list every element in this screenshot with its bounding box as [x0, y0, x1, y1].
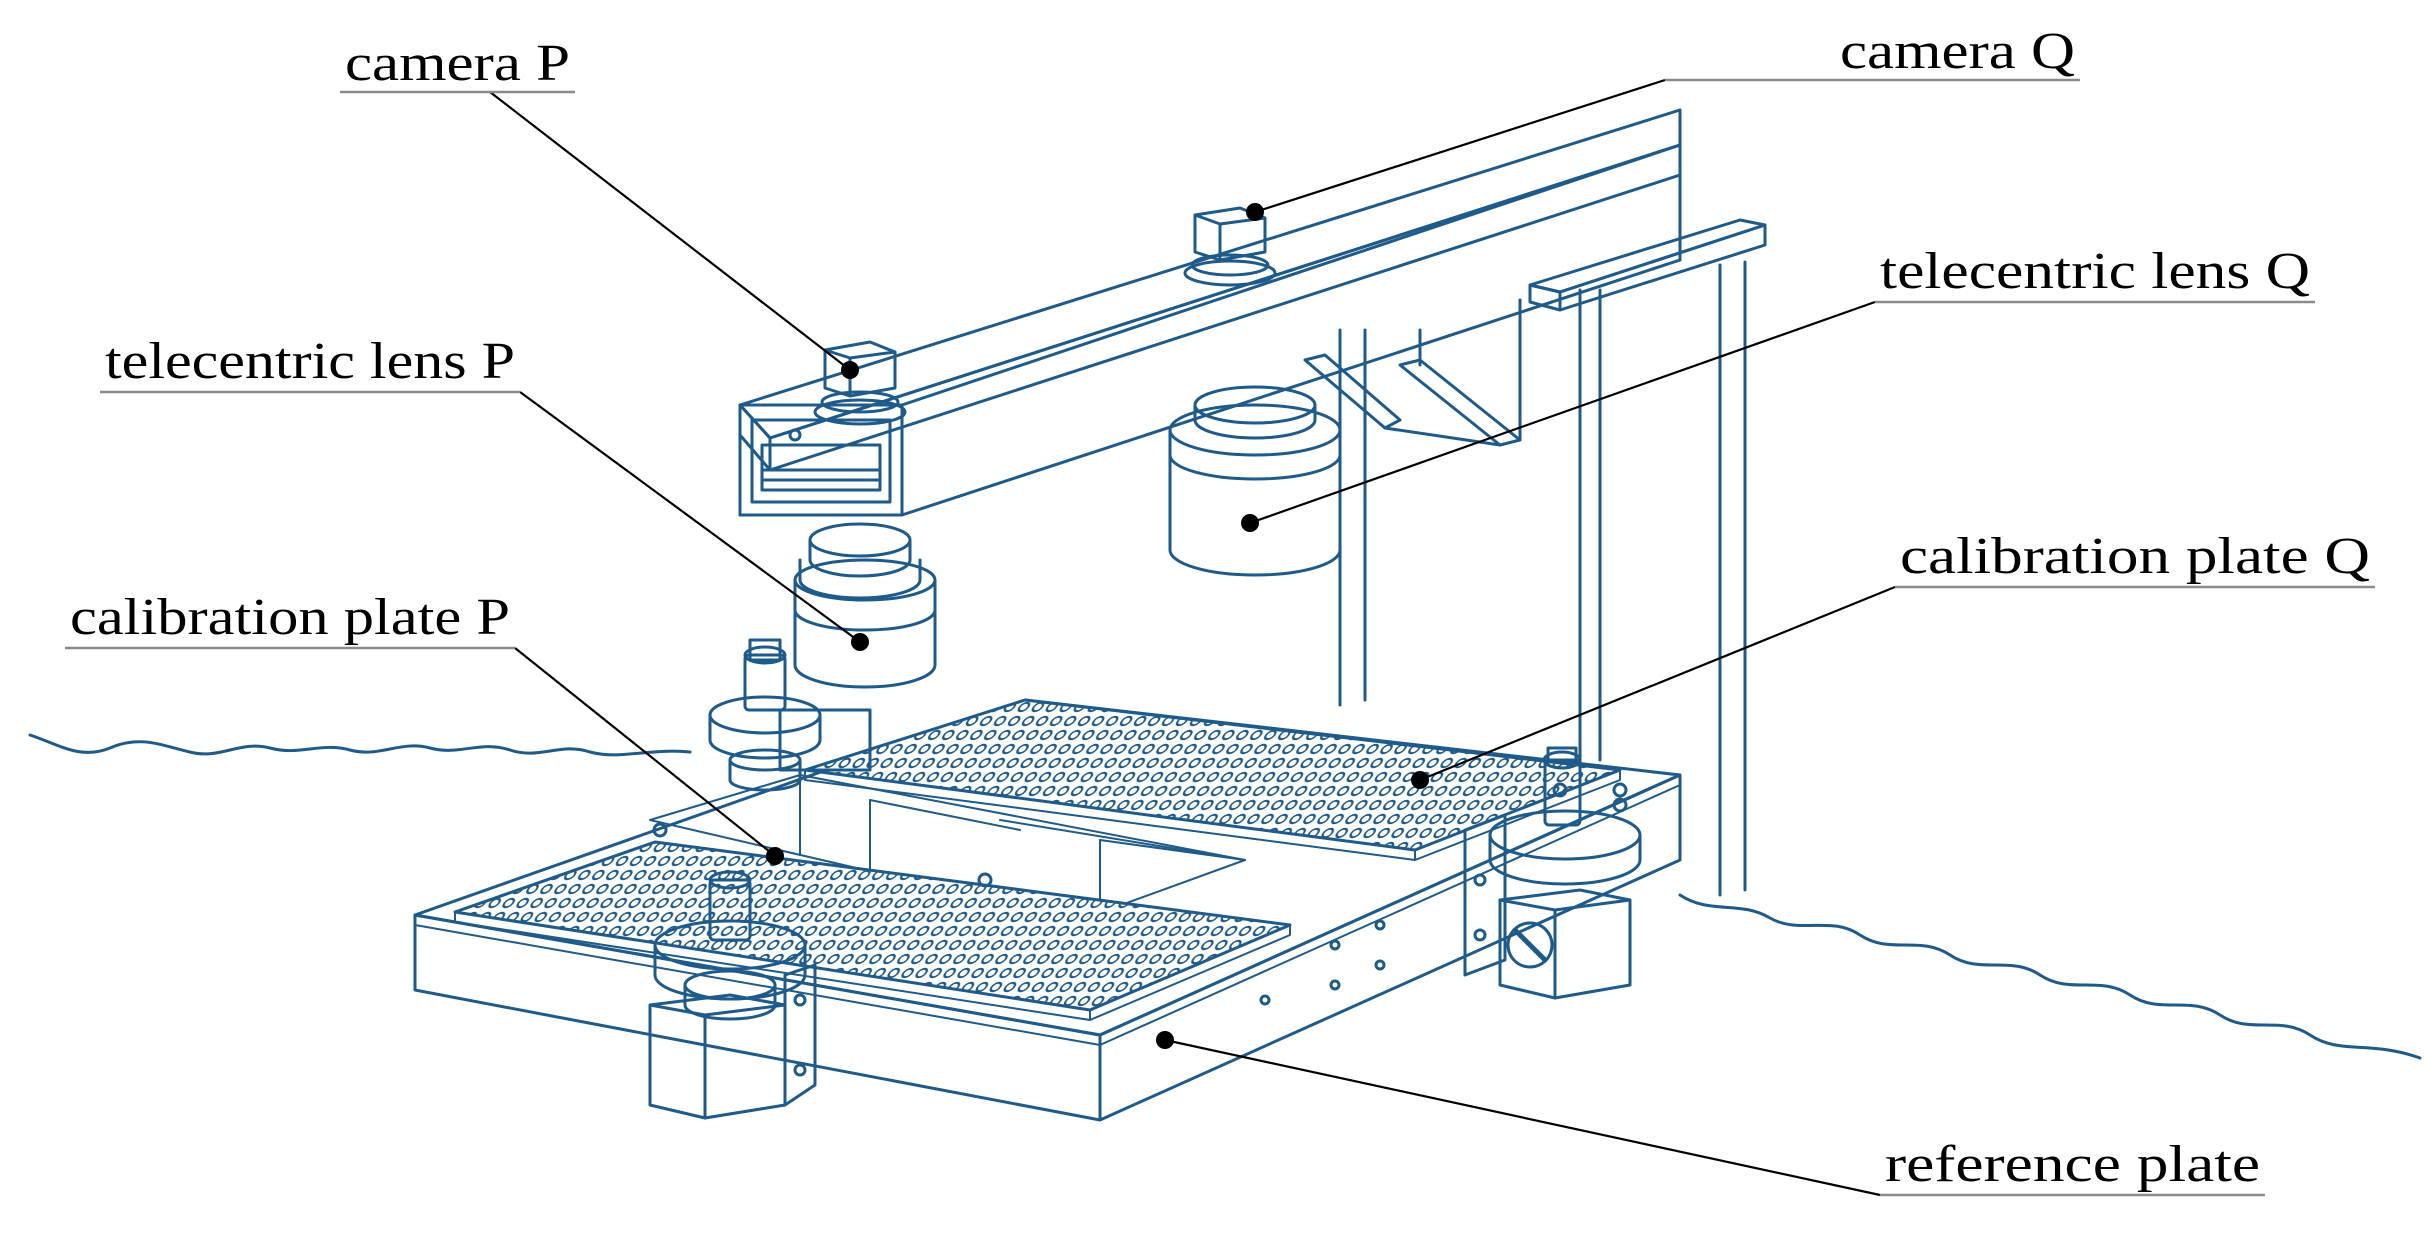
marker-calibration-plate-q: [1411, 771, 1429, 789]
adjuster-front-left: [648, 870, 817, 1120]
marker-reference-plate: [1156, 1031, 1174, 1049]
calibration-plate-q-body: [803, 698, 1622, 861]
label-camera-p: camera P: [345, 35, 570, 92]
leader-calibration-plate-p: [514, 647, 776, 857]
label-underlines: [65, 78, 2375, 1197]
plate-fixings: [652, 782, 1628, 888]
leader-telecentric-lens-q: [1249, 300, 1876, 525]
break-line-right: [1678, 893, 2422, 1060]
camera-beam: [738, 108, 1682, 517]
leader-telecentric-lens-p: [519, 391, 861, 643]
calibration-plate-p-body: [453, 840, 1292, 1021]
leader-calibration-plate-q: [1419, 585, 1896, 782]
reference-plate-body: [413, 698, 1682, 1122]
adjuster-left-back: [708, 638, 872, 792]
gantry-top-plate: [1528, 218, 1767, 312]
apparatus-drawing: [28, 108, 2422, 1122]
leader-markers: [766, 203, 1429, 1049]
leader-reference-plate: [1164, 1038, 1881, 1197]
marker-camera-q: [1246, 203, 1264, 221]
telecentric-lens-q-body: [1168, 385, 1342, 577]
break-line-left: [28, 733, 692, 757]
leader-camera-p: [489, 91, 851, 371]
marker-camera-p: [841, 361, 859, 379]
camera-q-body: [1183, 206, 1277, 287]
label-telecentric-lens-p: telecentric lens P: [105, 333, 515, 390]
telecentric-lens-p-body: [793, 522, 937, 689]
marker-calibration-plate-p: [766, 847, 784, 865]
labels: camera P camera Q telecentric lens P tel…: [70, 23, 2370, 1193]
marker-telecentric-lens-p: [851, 633, 869, 651]
label-reference-plate: reference plate: [1885, 1136, 2260, 1193]
label-camera-q: camera Q: [1840, 23, 2075, 80]
label-calibration-plate-p: calibration plate P: [70, 589, 510, 646]
adjuster-right: [1463, 746, 1642, 1000]
label-calibration-plate-q: calibration plate Q: [1900, 528, 2370, 585]
label-telecentric-lens-q: telecentric lens Q: [1880, 243, 2310, 300]
leader-lines: [489, 78, 1896, 1197]
leader-camera-q: [1254, 78, 1666, 214]
marker-telecentric-lens-q: [1241, 514, 1259, 532]
